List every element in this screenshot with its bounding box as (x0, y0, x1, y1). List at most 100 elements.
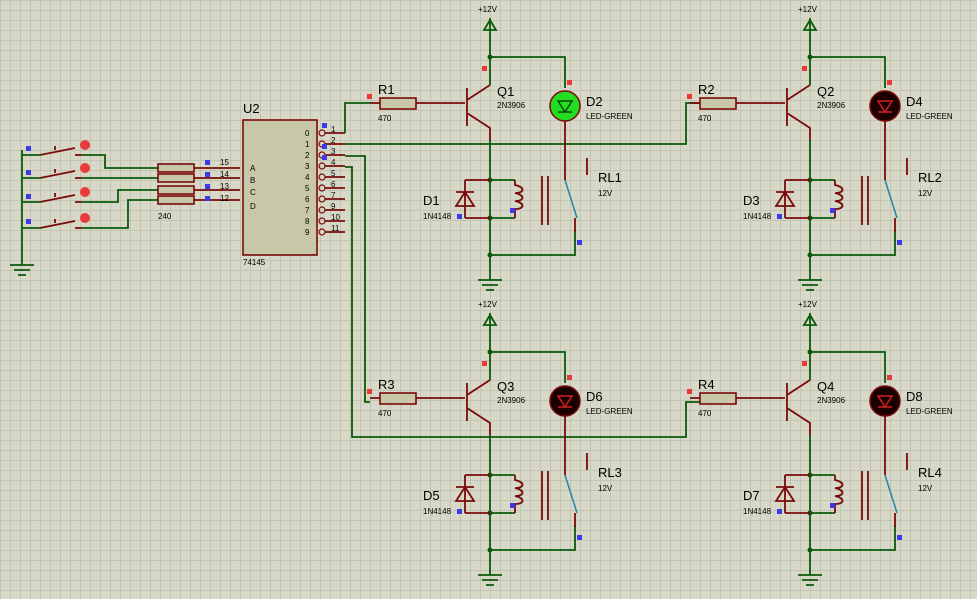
pin-state (367, 94, 372, 99)
decoder-output-pin[interactable] (318, 195, 326, 203)
pin-state (510, 503, 515, 508)
resistor[interactable] (379, 392, 417, 405)
switch-bank[interactable] (10, 140, 160, 276)
transistor-part: 2N3906 (497, 396, 526, 405)
relay-coil[interactable] (514, 180, 524, 218)
supply-arrow-icon (482, 313, 498, 326)
led-diode-icon (556, 395, 574, 409)
decoder-input-name: C (250, 188, 256, 197)
diode-ref: D1 (423, 193, 440, 208)
transistor-ref: Q3 (497, 379, 514, 394)
relay-coil[interactable] (514, 475, 524, 513)
relay-core (861, 176, 869, 225)
pin-state (830, 208, 835, 213)
supply-wire (809, 313, 886, 383)
relay-coil[interactable] (834, 180, 844, 218)
resistor[interactable] (699, 392, 737, 405)
decoder-output-pin-number: 1 (331, 125, 336, 134)
pin-state (802, 66, 807, 71)
decoder-output-pin[interactable] (318, 217, 326, 225)
pin-state (577, 240, 582, 245)
decoder-input-name: A (250, 164, 256, 173)
flyback-diode[interactable] (774, 179, 810, 219)
flyback-diode[interactable] (454, 179, 490, 219)
pin-state (567, 375, 572, 380)
supply-label: +12V (798, 300, 818, 309)
relay-contact (884, 474, 898, 514)
relay-voltage: 12V (598, 189, 613, 198)
relay-wire (809, 140, 896, 256)
pin-state (777, 509, 782, 514)
relay-ref: RL3 (598, 465, 622, 480)
decoder-output-pin-number: 10 (331, 213, 340, 222)
decoder-output-pin[interactable] (318, 184, 326, 192)
transistor[interactable] (466, 84, 491, 140)
transistor[interactable] (786, 379, 811, 435)
pin-state (897, 535, 902, 540)
decoder-input-name: B (250, 176, 255, 185)
pin-state (802, 361, 807, 366)
ground-icon (478, 550, 502, 586)
decoder-input-name: D (250, 202, 256, 211)
relay-contact (884, 179, 898, 219)
decoder-output-pin[interactable] (318, 228, 326, 236)
decoder-output-pin[interactable] (318, 206, 326, 214)
resistor[interactable] (699, 97, 737, 110)
decoder-output-pin[interactable] (318, 162, 326, 170)
led-diode-icon (876, 395, 894, 409)
switch-button-3[interactable] (80, 187, 90, 197)
led[interactable] (869, 90, 901, 122)
flyback-diode[interactable] (454, 474, 490, 514)
relay-terminals (564, 158, 588, 232)
diode-part: 1N4148 (743, 212, 772, 221)
transistor-ref: Q2 (817, 84, 834, 99)
relay-core (541, 176, 549, 225)
led[interactable] (549, 385, 581, 417)
decoder-output-pin-number: 11 (331, 224, 340, 233)
flyback-diode[interactable] (774, 474, 810, 514)
decoder-output-pin[interactable] (318, 173, 326, 181)
pin-state (830, 503, 835, 508)
decoder-output-pin[interactable] (318, 129, 326, 137)
led[interactable] (549, 90, 581, 122)
resistor-ref: R1 (378, 82, 395, 97)
relay-ref: RL2 (918, 170, 942, 185)
led-ref: D4 (906, 94, 923, 109)
decoder-output-name: 1 (305, 140, 310, 149)
resistor[interactable] (379, 97, 417, 110)
switch-button-4[interactable] (80, 213, 90, 223)
decoder-output-name: 0 (305, 129, 310, 138)
relay-contact (564, 474, 578, 514)
led-diode-icon (556, 100, 574, 114)
switch-button-2[interactable] (80, 163, 90, 173)
decoder-output-name: 4 (305, 173, 310, 182)
led-part: LED-GREEN (586, 407, 633, 416)
diode-part: 1N4148 (743, 507, 772, 516)
relay-voltage: 12V (918, 484, 933, 493)
resistor-value: 470 (378, 114, 392, 123)
switch-button-1[interactable] (80, 140, 90, 150)
led-part: LED-GREEN (586, 112, 633, 121)
ground-icon (798, 550, 822, 586)
junction-dot (807, 54, 813, 60)
resistor-ref: R2 (698, 82, 715, 97)
diode-part: 1N4148 (423, 507, 452, 516)
relay-terminals (564, 453, 588, 527)
pin-state (887, 80, 892, 85)
transistor[interactable] (466, 379, 491, 435)
decoder-output-pin-number: 4 (331, 158, 336, 167)
decoder-input-pin: 13 (220, 182, 229, 191)
relay-terminals (884, 158, 908, 232)
decoder-output-name: 9 (305, 228, 310, 237)
relay-coil[interactable] (834, 475, 844, 513)
transistor[interactable] (786, 84, 811, 140)
resistor-network[interactable]: 240 (157, 163, 240, 221)
decoder-output-pin-number: 5 (331, 169, 336, 178)
decoder-output-pin-number: 9 (331, 202, 336, 211)
led[interactable] (869, 385, 901, 417)
transistor-ref: Q4 (817, 379, 834, 394)
